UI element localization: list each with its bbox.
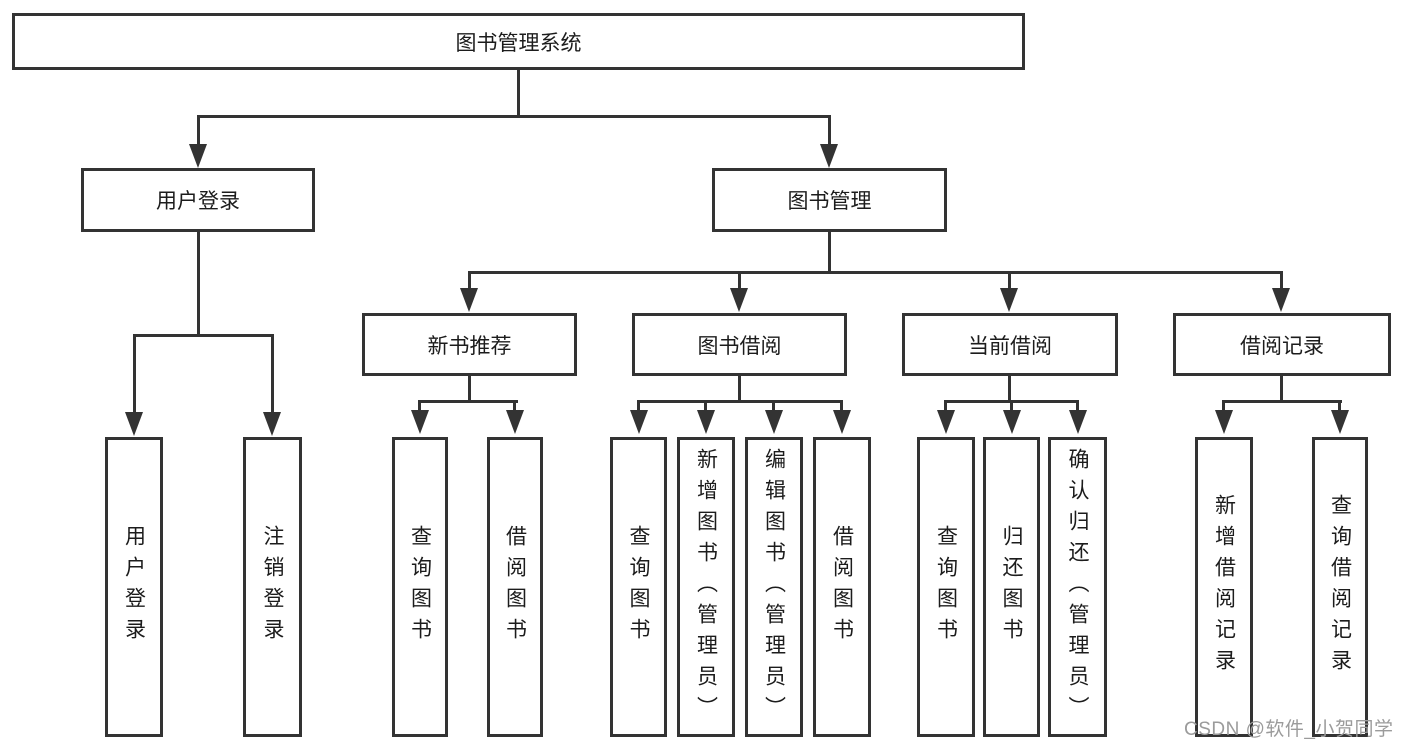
- connector-line: [513, 403, 516, 410]
- connector-line: [197, 118, 200, 144]
- connector-line: [828, 118, 831, 144]
- connector-line: [468, 271, 1283, 274]
- connector-line: [418, 403, 421, 410]
- node-leaf-user-login-label: 用户登录: [122, 525, 146, 649]
- arrow-down-icon: [1215, 410, 1233, 434]
- arrow-down-icon: [1003, 410, 1021, 434]
- arrow-down-icon: [1000, 288, 1018, 312]
- node-leaf-confirm-return: 确认归还（管理员）: [1048, 437, 1107, 737]
- node-leaf-query-book-3: 查询图书: [917, 437, 975, 737]
- connector-line: [1010, 403, 1013, 410]
- connector-line: [828, 232, 831, 271]
- connector-line: [1280, 376, 1283, 402]
- node-leaf-logout-label: 注销登录: [261, 525, 284, 649]
- node-leaf-query-book-3-label: 查询图书: [934, 525, 958, 649]
- arrow-down-icon: [1069, 410, 1087, 434]
- connector-line: [840, 403, 843, 410]
- csdn-watermark: CSDN @软件_小贺同学: [1184, 719, 1394, 740]
- node-leaf-query-book-2-label: 查询图书: [627, 525, 650, 649]
- node-leaf-borrow-book-1-label: 借阅图书: [503, 525, 527, 649]
- node-leaf-query-book-2: 查询图书: [610, 437, 667, 737]
- connector-line: [1008, 376, 1011, 402]
- connector-line: [738, 376, 741, 402]
- connector-line: [1008, 274, 1011, 288]
- node-leaf-confirm-return-label: 确认归还（管理员）: [1066, 447, 1089, 727]
- connector-line: [1076, 403, 1079, 410]
- node-book-borrow-label: 图书借阅: [697, 334, 782, 358]
- node-borrow-records: 借阅记录: [1173, 313, 1391, 376]
- connector-line: [944, 403, 947, 410]
- arrow-down-icon: [1331, 410, 1349, 434]
- connector-line: [197, 232, 200, 334]
- node-leaf-return-book: 归还图书: [983, 437, 1040, 737]
- arrow-down-icon: [765, 410, 783, 434]
- node-leaf-edit-book: 编辑图书（管理员）: [745, 437, 803, 737]
- connector-line: [1222, 400, 1342, 403]
- connector-line: [133, 334, 274, 337]
- node-leaf-logout: 注销登录: [243, 437, 302, 737]
- arrow-down-icon: [506, 410, 524, 434]
- connector-line: [637, 403, 640, 410]
- node-new-book-rec-label: 新书推荐: [427, 334, 512, 358]
- connector-line: [1280, 274, 1283, 288]
- node-new-book-rec: 新书推荐: [362, 313, 577, 376]
- node-root-label: 图书管理系统: [455, 31, 582, 55]
- arrow-down-icon: [833, 410, 851, 434]
- node-leaf-user-login: 用户登录: [105, 437, 163, 737]
- node-leaf-add-book-label: 新增图书（管理员）: [694, 447, 718, 727]
- arrow-down-icon: [411, 410, 429, 434]
- node-leaf-return-book-label: 归还图书: [1000, 525, 1023, 649]
- connector-line: [772, 403, 775, 410]
- node-leaf-borrow-book-2-label: 借阅图书: [830, 525, 854, 649]
- arrow-down-icon: [189, 144, 207, 168]
- arrow-down-icon: [263, 412, 281, 436]
- node-leaf-add-borrow-record-label: 新增借阅记录: [1212, 494, 1236, 680]
- node-root: 图书管理系统: [12, 13, 1025, 70]
- node-leaf-edit-book-label: 编辑图书（管理员）: [762, 447, 786, 727]
- node-book-mgmt: 图书管理: [712, 168, 947, 232]
- connector-line: [944, 400, 1079, 403]
- node-current-borrow: 当前借阅: [902, 313, 1118, 376]
- arrow-down-icon: [1272, 288, 1290, 312]
- node-leaf-borrow-book-1: 借阅图书: [487, 437, 543, 737]
- node-user-login: 用户登录: [81, 168, 315, 232]
- node-leaf-add-borrow-record: 新增借阅记录: [1195, 437, 1253, 737]
- node-leaf-query-borrow-record: 查询借阅记录: [1312, 437, 1368, 737]
- connector-line: [133, 337, 136, 412]
- node-leaf-query-book-1-label: 查询图书: [408, 525, 432, 649]
- connector-line: [637, 400, 843, 403]
- node-leaf-query-book-1: 查询图书: [392, 437, 448, 737]
- connector-line: [418, 400, 518, 403]
- node-user-login-label: 用户登录: [156, 190, 240, 213]
- node-leaf-query-borrow-record-label: 查询借阅记录: [1328, 494, 1352, 680]
- node-leaf-borrow-book-2: 借阅图书: [813, 437, 871, 737]
- node-borrow-records-label: 借阅记录: [1240, 334, 1324, 358]
- connector-line: [197, 115, 831, 118]
- connector-line: [1222, 403, 1225, 410]
- arrow-down-icon: [630, 410, 648, 434]
- connector-line: [271, 337, 274, 412]
- connector-line: [704, 403, 707, 410]
- arrow-down-icon: [125, 412, 143, 436]
- arrow-down-icon: [730, 288, 748, 312]
- connector-line: [738, 274, 741, 288]
- node-leaf-add-book: 新增图书（管理员）: [677, 437, 735, 737]
- connector-line: [1338, 403, 1341, 410]
- connector-line: [517, 70, 520, 118]
- connector-line: [468, 274, 471, 288]
- node-book-mgmt-label: 图书管理: [787, 190, 872, 213]
- arrow-down-icon: [697, 410, 715, 434]
- connector-line: [468, 376, 471, 402]
- node-book-borrow: 图书借阅: [632, 313, 847, 376]
- arrow-down-icon: [460, 288, 478, 312]
- arrow-down-icon: [820, 144, 838, 168]
- arrow-down-icon: [937, 410, 955, 434]
- node-current-borrow-label: 当前借阅: [968, 334, 1052, 358]
